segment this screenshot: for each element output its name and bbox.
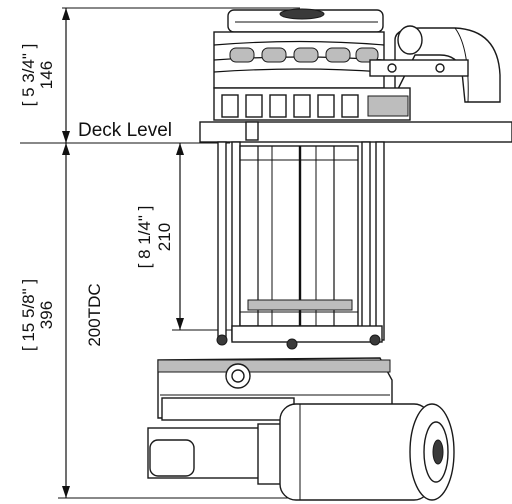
deck-level-label: Deck Level [78, 120, 172, 141]
base-lugs [221, 94, 359, 118]
deck-fitting [245, 121, 259, 141]
lower-dim-model-label: 200TDC [85, 283, 104, 346]
above-deck-windlass [213, 8, 501, 121]
mid-dim-mm-label: 210 [155, 223, 174, 251]
lower-dimension [58, 143, 300, 499]
mounting-stud-left [217, 141, 227, 341]
gearbox [157, 325, 393, 421]
lower-dim-mm-label: 396 [37, 301, 56, 329]
lower-dim-inches-label: [ 15 5/8" ] [19, 279, 38, 351]
deck-plate [199, 121, 512, 143]
motor-solenoid [149, 439, 195, 477]
mounting-stud-right [361, 141, 371, 341]
mounting-stud-left-2 [231, 141, 241, 341]
mounting-stud-right-2 [375, 141, 385, 341]
upper-dim-mm-label: 146 [37, 61, 56, 89]
gearbox-flange [231, 325, 383, 343]
motor [147, 403, 455, 501]
stripper [369, 59, 469, 77]
upper-dim-inches-label: [ 5 3/4" ] [19, 44, 38, 107]
chain-links [229, 47, 379, 63]
below-deck-column [217, 141, 385, 341]
motor-coupling [257, 423, 283, 485]
mid-dim-inches-label: [ 8 1/4" ] [135, 206, 154, 269]
motor-can [279, 403, 431, 501]
upper-dimension [62, 7, 300, 143]
